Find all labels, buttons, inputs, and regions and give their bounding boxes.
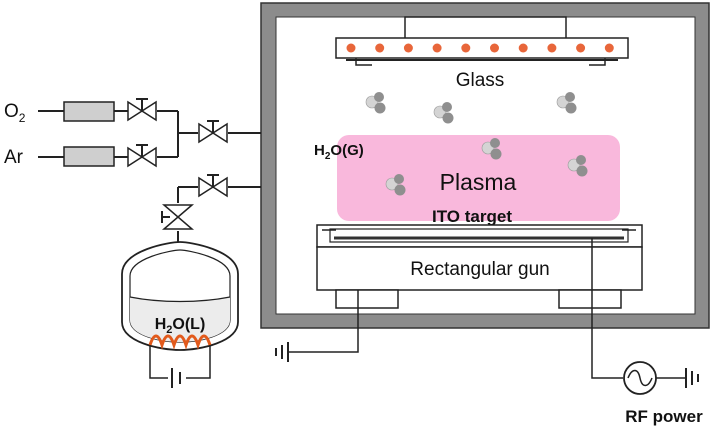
plasma-label: Plasma	[440, 169, 517, 195]
rectangular-gun-label: Rectangular gun	[410, 259, 549, 280]
ito-target-label: ITO target	[432, 207, 512, 226]
water-molecule	[481, 138, 502, 160]
rf-power-supply	[591, 238, 699, 395]
water-molecule	[567, 155, 588, 177]
glass-label: Glass	[456, 70, 505, 91]
valve	[198, 120, 228, 144]
heater-dot	[403, 43, 413, 53]
water-molecule	[556, 92, 577, 114]
water-molecule	[365, 92, 386, 114]
heater-dot	[518, 43, 528, 53]
valve	[127, 98, 157, 122]
plasma-region	[337, 135, 620, 221]
heater-dot	[547, 43, 557, 53]
heater-dot	[346, 43, 356, 53]
water-vessel	[121, 241, 239, 388]
rectangular-gun	[316, 246, 643, 309]
water-molecule	[385, 174, 406, 196]
heater-coil	[148, 334, 212, 350]
h2o-liquid-label: H2O(L)	[155, 316, 206, 336]
o2-label: O2	[4, 101, 26, 125]
rf-power-label: RF power	[625, 407, 703, 426]
substrate-holder	[335, 16, 629, 66]
gas-valves	[127, 98, 228, 198]
heater-dots	[346, 43, 614, 53]
o2-mass-flow-controller	[63, 101, 115, 122]
heater-dot	[375, 43, 385, 53]
sputter-target	[316, 224, 643, 248]
water-molecule	[433, 102, 454, 124]
heater-dot	[432, 43, 442, 53]
heater-dot	[490, 43, 499, 53]
heater-dot	[576, 43, 586, 53]
valve	[198, 174, 228, 198]
h2o-gas-label: H2O(G)	[314, 142, 364, 162]
heater-dot	[461, 43, 471, 53]
water-valve-vertical	[161, 204, 195, 230]
valve	[127, 144, 157, 168]
ar-mass-flow-controller	[63, 146, 115, 167]
heater-dot	[604, 43, 614, 53]
ar-label: Ar	[4, 147, 24, 168]
gun-ground	[275, 290, 359, 362]
